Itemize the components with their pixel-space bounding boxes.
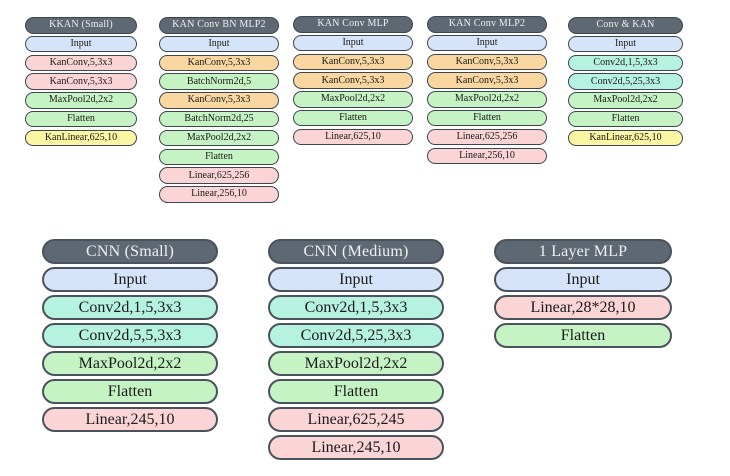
layer-box-batchnorm2d-5: BatchNorm2d,5 (159, 73, 279, 90)
layer-box-kanconv-5-3x3: KanConv,5,3x3 (427, 72, 547, 89)
layer-box-kanconv-5-3x3: KanConv,5,3x3 (159, 92, 279, 109)
layer-box-kanconv-5-3x3: KanConv,5,3x3 (427, 53, 547, 71)
layer-box-input: Input (25, 35, 137, 53)
layer-box-linear-256-10: Linear,256,10 (159, 186, 279, 203)
layer-box-flatten: Flatten (568, 110, 683, 128)
diagram-title: Conv & KAN (568, 17, 683, 34)
diagram-title: KAN Conv BN MLP2 (159, 17, 279, 34)
layer-box-conv2d-1-5-3x3: Conv2d,1,5,3x3 (568, 54, 683, 72)
layer-box-conv2d-1-5-3x3: Conv2d,1,5,3x3 (42, 295, 218, 320)
layer-box-kanconv-5-3x3: KanConv,5,3x3 (25, 54, 137, 72)
layer-box-flatten: Flatten (293, 109, 413, 127)
layer-box-linear-245-10: Linear,245,10 (42, 407, 218, 432)
layer-box-kanconv-5-3x3: KanConv,5,3x3 (293, 53, 413, 71)
layer-box-conv2d-5-5-3x3: Conv2d,5,5,3x3 (42, 323, 218, 348)
layer-box-kanconv-5-3x3: KanConv,5,3x3 (159, 54, 279, 72)
layer-box-kanlinear-625-10: KanLinear,625,10 (568, 129, 683, 147)
layer-box-flatten: Flatten (494, 323, 672, 348)
diagram-title: KAN Conv MLP2 (427, 16, 547, 33)
layer-box-flatten: Flatten (159, 148, 279, 166)
layer-box-maxpool2d-2x2: MaxPool2d,2x2 (568, 92, 683, 109)
layer-box-linear-625-245: Linear,625,245 (268, 407, 444, 432)
layer-box-maxpool2d-2x2: MaxPool2d,2x2 (159, 129, 279, 147)
layer-box-flatten: Flatten (25, 110, 137, 128)
layer-box-kanconv-5-3x3: KanConv,5,3x3 (293, 72, 413, 89)
layer-box-input: Input (293, 34, 413, 52)
layer-box-input: Input (42, 267, 218, 292)
layer-box-linear-245-10: Linear,245,10 (268, 435, 444, 460)
diagram-title: 1 Layer MLP (494, 239, 672, 264)
layer-box-conv2d-1-5-3x3: Conv2d,1,5,3x3 (268, 295, 444, 320)
layer-box-linear-256-10: Linear,256,10 (427, 147, 547, 165)
layer-box-conv2d-5-25-3x3: Conv2d,5,25,3x3 (568, 73, 683, 90)
layer-box-conv2d-5-25-3x3: Conv2d,5,25,3x3 (268, 323, 444, 348)
layer-box-input: Input (159, 35, 279, 53)
layer-box-flatten: Flatten (268, 379, 444, 404)
layer-box-input: Input (494, 267, 672, 292)
layer-box-flatten: Flatten (42, 379, 218, 404)
layer-box-kanconv-5-3x3: KanConv,5,3x3 (25, 73, 137, 90)
layer-box-flatten: Flatten (427, 109, 547, 127)
layer-box-maxpool2d-2x2: MaxPool2d,2x2 (42, 351, 218, 376)
layer-box-maxpool2d-2x2: MaxPool2d,2x2 (25, 92, 137, 109)
diagram-title: CNN (Small) (42, 239, 218, 264)
diagram-title: CNN (Medium) (268, 239, 444, 264)
layer-box-maxpool2d-2x2: MaxPool2d,2x2 (293, 91, 413, 108)
diagram-title: KAN Conv MLP (293, 16, 413, 33)
layer-box-maxpool2d-2x2: MaxPool2d,2x2 (268, 351, 444, 376)
layer-box-linear-625-256: Linear,625,256 (159, 167, 279, 184)
layer-box-linear-28-28-10: Linear,28*28,10 (494, 295, 672, 320)
layer-box-input: Input (427, 34, 547, 52)
layer-box-input: Input (568, 35, 683, 53)
layer-box-linear-625-10: Linear,625,10 (293, 128, 413, 146)
layer-box-linear-625-256: Linear,625,256 (427, 128, 547, 146)
diagram-title: KKAN (Small) (25, 17, 137, 34)
layer-box-maxpool2d-2x2: MaxPool2d,2x2 (427, 91, 547, 108)
layer-box-batchnorm2d-25: BatchNorm2d,25 (159, 110, 279, 128)
layer-box-kanlinear-625-10: KanLinear,625,10 (25, 129, 137, 147)
layer-box-input: Input (268, 267, 444, 292)
